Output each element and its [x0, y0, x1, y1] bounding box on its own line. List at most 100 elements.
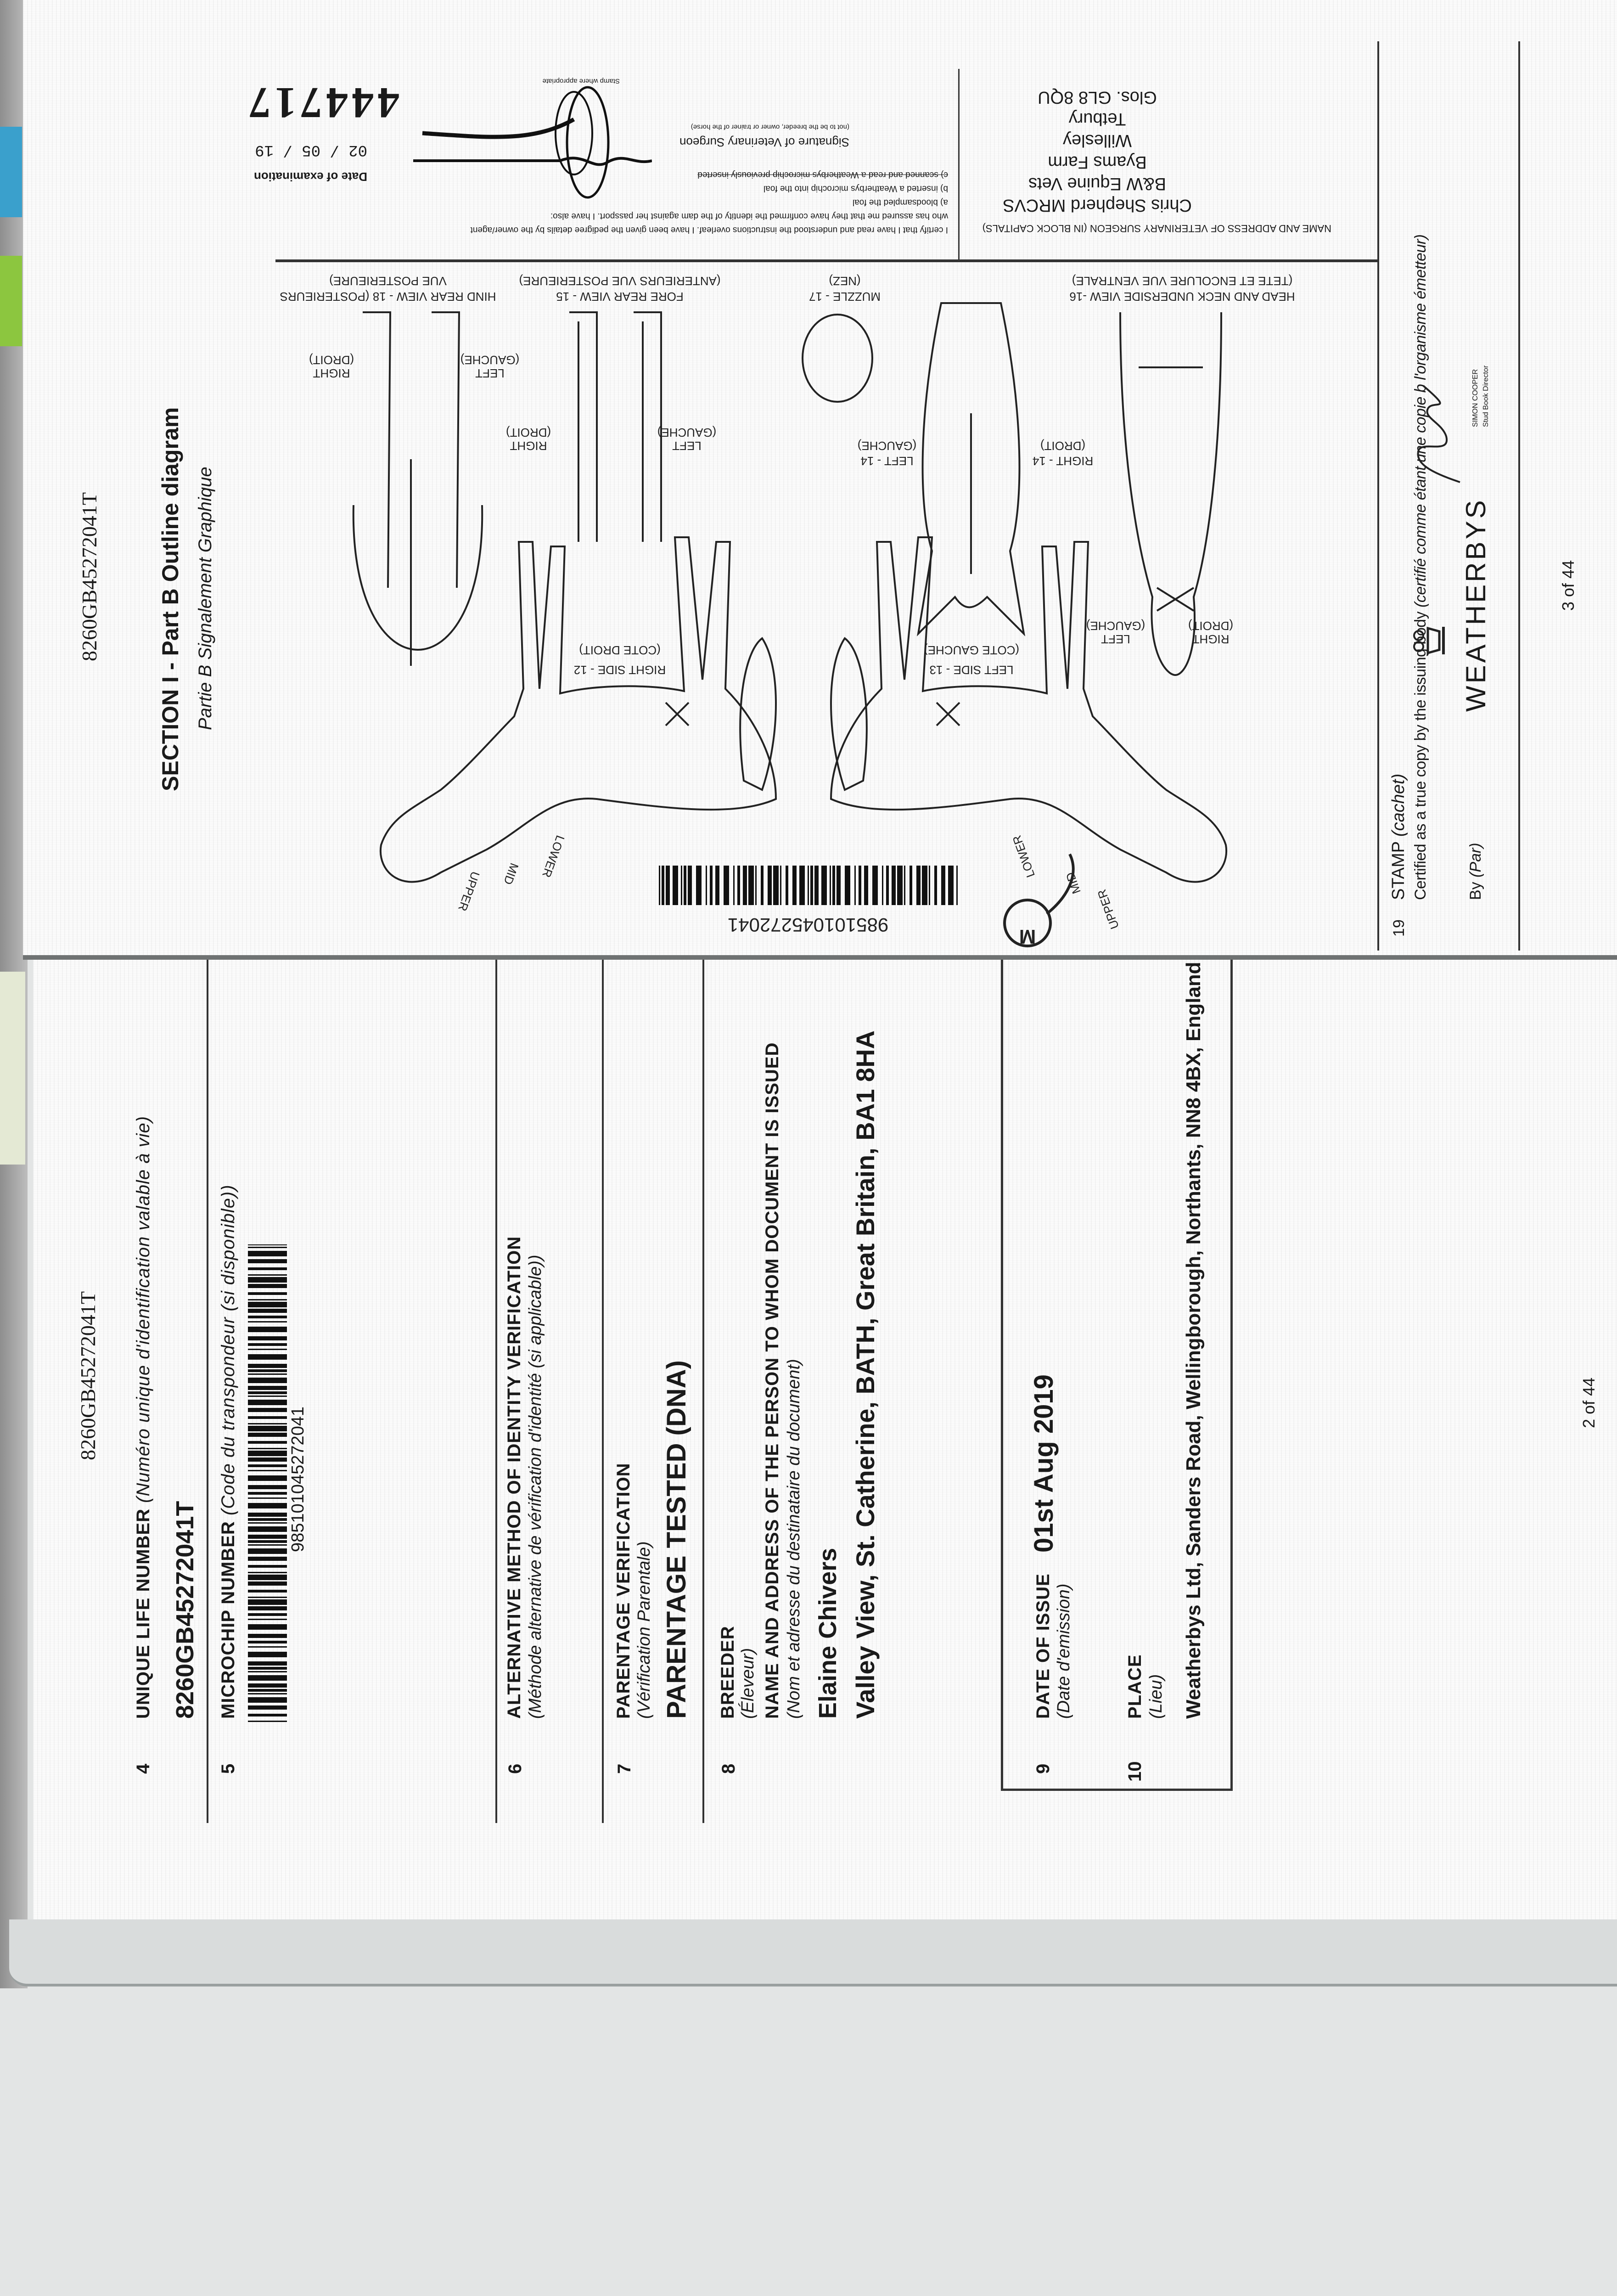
label-muzzle-fr: (NEZ) — [829, 274, 860, 288]
index-tab-blue — [0, 127, 22, 217]
barcode-bar — [248, 1535, 287, 1539]
barcode-bar — [248, 1575, 287, 1580]
barcode-bar — [248, 1247, 287, 1248]
barcode-bar — [248, 1475, 287, 1481]
barcode-bar — [810, 866, 813, 905]
barcode-bar — [684, 866, 686, 905]
label-droit: (DROIT) — [1040, 439, 1085, 453]
barcode-bar — [248, 1503, 287, 1508]
barcode-bar — [248, 1689, 287, 1692]
breeder-label: BREEDER — [718, 1626, 738, 1719]
label-right14: RIGHT - 14 — [1033, 454, 1093, 468]
label-right-side: RIGHT SIDE - 12 — [574, 663, 666, 677]
label-right: RIGHT — [510, 439, 547, 453]
barcode-bar — [248, 1423, 287, 1424]
label-gauche: (GAUCHE) — [858, 439, 917, 453]
page-gutter — [23, 955, 1617, 960]
label-fr: (Numéro unique d'identification valable … — [133, 1115, 153, 1503]
alt-identity-label-fr: (Méthode alternative de vérification d'i… — [526, 1255, 545, 1719]
parentage-value: PARENTAGE TESTED (DNA) — [662, 1360, 691, 1719]
barcode-bar — [248, 1522, 287, 1524]
barcode-bar — [897, 866, 903, 905]
circled-m-mark — [1003, 899, 1052, 947]
barcode-bar — [864, 866, 868, 905]
label-head-neck: HEAD AND NECK UNDERSIDE VIEW -16 — [1069, 290, 1295, 304]
barcode-bar — [808, 866, 809, 905]
barcode-bar — [248, 1354, 287, 1360]
barcode-bar — [248, 1364, 287, 1368]
barcode-bar — [688, 866, 692, 905]
barcode-bar — [248, 1624, 287, 1630]
barcode-bar — [248, 1259, 287, 1263]
muzzle-outline — [802, 314, 873, 403]
barcode-bar — [248, 1316, 287, 1318]
label-left: LEFT — [475, 366, 505, 380]
label-right: RIGHT — [313, 366, 350, 380]
horse-right-side-outline — [379, 536, 777, 883]
breeder-address: Valley View, St. Catherine, BATH, Great … — [851, 1030, 880, 1719]
barcode-bar — [248, 1441, 287, 1444]
barcode-bar — [248, 1277, 287, 1283]
barcode-bar — [248, 1492, 287, 1495]
barcode-bar — [248, 1244, 287, 1245]
page-2 — [33, 960, 1617, 1919]
barcode-bar — [248, 1671, 287, 1672]
barcode-bar — [786, 866, 788, 905]
barcode-bar — [248, 1426, 287, 1431]
barcode-bar — [696, 866, 702, 905]
barcode-bar — [904, 866, 905, 905]
barcode-bar — [248, 1497, 287, 1499]
label-left14: LEFT - 14 — [860, 454, 913, 468]
barcode-bar — [248, 1327, 287, 1332]
barcode-bar — [248, 1299, 287, 1300]
unique-life-number-value: 8260GB45272041T — [171, 1501, 199, 1719]
barcode-bar — [948, 866, 954, 905]
barcode-bar — [799, 866, 805, 905]
arrow-mark — [1046, 853, 1075, 915]
barcode-bar — [248, 1721, 287, 1722]
barcode-bar — [845, 866, 850, 905]
barcode-bar — [248, 1309, 287, 1313]
barcode-bar — [659, 866, 660, 905]
place-label-fr: (Lieu) — [1146, 1674, 1166, 1719]
barcode-bar — [956, 866, 958, 905]
plastic-sleeve — [9, 1919, 1617, 1986]
barcode-bar — [830, 866, 831, 905]
barcode-bar — [761, 866, 764, 905]
label-en: UNIQUE LIFE NUMBER — [133, 1508, 153, 1719]
label-head-neck-fr: (TETE ET ENCOLURE VUE VENTRALE) — [1072, 274, 1293, 288]
date-of-issue-label: DATE OF ISSUE — [1033, 1573, 1053, 1719]
vet-block-rule — [275, 259, 1377, 262]
barcode-bar — [681, 866, 682, 905]
label-left: LEFT — [672, 439, 702, 453]
barcode-bar — [706, 866, 707, 905]
barcode-bar — [248, 1693, 287, 1694]
barcode-bar — [248, 1416, 287, 1419]
hind-rear-view-outline — [352, 311, 483, 666]
label-muzzle: MUZZLE - 17 — [809, 290, 881, 304]
item-number: 4 — [133, 1763, 153, 1774]
page-3 — [23, 0, 1617, 955]
divider — [495, 960, 497, 1823]
barcode-bar — [248, 1641, 287, 1643]
label-right: RIGHT — [1192, 632, 1229, 646]
barcode-bar — [673, 866, 678, 905]
label-lower: LOWER — [1010, 833, 1038, 879]
barcode-bar — [792, 866, 797, 905]
tail-right-side — [739, 637, 777, 791]
barcode-bar — [248, 1274, 287, 1276]
barcode-bar — [248, 1572, 287, 1573]
weatherbys-crest-icon — [1413, 626, 1445, 655]
fore-rear-view-outline — [569, 311, 662, 542]
barcode-bar — [248, 1448, 287, 1449]
item-number: 6 — [505, 1763, 525, 1774]
vet-signature — [413, 86, 652, 199]
barcode-bar — [837, 866, 841, 905]
barcode-bar — [737, 866, 740, 905]
barcode-bar — [872, 866, 878, 905]
barcode-bar — [768, 866, 772, 905]
barcode-bar — [248, 1433, 287, 1437]
label-left: LEFT — [1101, 632, 1130, 646]
divider — [702, 960, 704, 1823]
director-signature — [1417, 385, 1460, 483]
